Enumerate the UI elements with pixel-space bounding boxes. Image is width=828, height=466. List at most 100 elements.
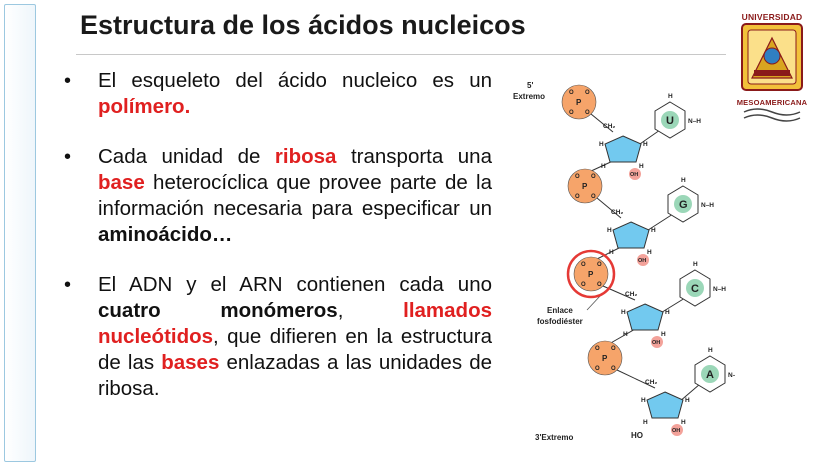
oxygen-label: O bbox=[595, 366, 600, 372]
hydrogen-label: H bbox=[708, 347, 713, 354]
ch2-label: CH₂ bbox=[603, 123, 615, 130]
bullet-text: heterocíclica que provee parte de la inf… bbox=[98, 171, 492, 220]
title-divider bbox=[76, 54, 726, 55]
phosphate-icon bbox=[573, 256, 609, 292]
hydrogen-label: H bbox=[685, 397, 690, 404]
base-icon bbox=[674, 195, 692, 213]
bullet-adn-arn: El ADN y el ARN contienen cada uno cuatr… bbox=[62, 272, 492, 402]
hydrogen-label: H bbox=[641, 397, 646, 404]
hydrogen-label: H bbox=[661, 331, 666, 338]
ribose-icon bbox=[604, 135, 642, 163]
ch2-label: CH₂ bbox=[611, 209, 623, 216]
base-label: U bbox=[666, 115, 674, 127]
hydrogen-label: H bbox=[665, 309, 670, 316]
base-icon bbox=[701, 365, 719, 383]
hydroxyl-label: OH bbox=[638, 258, 646, 264]
phosphate-icon bbox=[561, 84, 597, 120]
oxygen-label: O bbox=[611, 366, 616, 372]
hydrogen-label: H bbox=[621, 309, 626, 316]
bullet-text: , que difieren en la estructura de las bbox=[98, 325, 492, 374]
ribose-icon bbox=[626, 303, 664, 331]
oxygen-label: O bbox=[581, 282, 586, 288]
hydroxyl-label: OH bbox=[652, 340, 660, 346]
oxygen-label: O bbox=[569, 110, 574, 116]
hydrogen-label: H bbox=[609, 249, 614, 256]
hydrogen-label: H bbox=[651, 227, 656, 234]
bullet-text: bases bbox=[161, 351, 220, 374]
phosphate-label: P bbox=[588, 270, 594, 279]
phosphate-label: P bbox=[576, 98, 582, 107]
hydroxyl-icon bbox=[651, 336, 663, 348]
label-bond-line1: Enlace bbox=[547, 306, 573, 315]
phosphate-icon bbox=[587, 340, 623, 376]
hydrogen-label: H bbox=[681, 419, 686, 426]
hydrogen-label: H bbox=[601, 163, 606, 170]
label-ho: HO bbox=[631, 431, 643, 440]
oxygen-label: O bbox=[581, 262, 586, 268]
base-icon bbox=[661, 111, 679, 129]
oxygen-label: O bbox=[597, 262, 602, 268]
hydroxyl-icon bbox=[637, 254, 649, 266]
nucleic-acid-diagram: 5' Extremo 3'Extremo Enlace fosfodiéster… bbox=[513, 81, 735, 442]
oxygen-label: O bbox=[575, 194, 580, 200]
ribose-icon bbox=[646, 391, 684, 419]
oxygen-label: O bbox=[591, 194, 596, 200]
logo-crest-icon bbox=[741, 23, 803, 122]
hydroxyl-icon bbox=[629, 168, 641, 180]
ribose-icon bbox=[612, 221, 650, 249]
oxygen-label: O bbox=[575, 174, 580, 180]
hydroxyl-label: OH bbox=[672, 428, 680, 434]
bullet-text: , bbox=[337, 299, 404, 322]
hydroxyl-icon bbox=[671, 424, 683, 436]
hydrogen-label: H bbox=[607, 227, 612, 234]
bullet-polimero: El esqueleto del ácido nucleico es un po… bbox=[62, 68, 492, 120]
ch2-label: CH₂ bbox=[625, 291, 637, 298]
hydrogen-label: H bbox=[681, 177, 686, 184]
hydrogen-label: H bbox=[643, 419, 648, 426]
bullet-text: transporta una bbox=[336, 145, 492, 168]
bullet-text: polímero. bbox=[98, 95, 191, 118]
bullet-text: enlazadas a las unidades de ribosa. bbox=[98, 351, 492, 400]
slide-side-panel bbox=[4, 4, 36, 462]
phosphodiester-ring bbox=[566, 249, 616, 299]
oxygen-label: O bbox=[611, 346, 616, 352]
base-label: C bbox=[691, 283, 699, 295]
nh-label: N–H bbox=[688, 118, 701, 125]
oxygen-label: O bbox=[585, 90, 590, 96]
phosphate-label: P bbox=[602, 354, 608, 363]
bullet-text: cuatro monómeros bbox=[98, 299, 338, 322]
hydroxyl-label: OH bbox=[630, 172, 638, 178]
university-logo: UNIVERSIDAD MESOAMERICANA bbox=[722, 8, 822, 128]
label-bond-line2: fosfodiéster bbox=[537, 317, 583, 326]
bullet-text: aminoácido… bbox=[98, 223, 233, 246]
oxygen-label: O bbox=[597, 282, 602, 288]
bullet-text: Cada unidad de bbox=[98, 145, 275, 168]
hydrogen-label: H bbox=[599, 141, 604, 148]
label-5-end: Extremo bbox=[513, 92, 545, 101]
bullet-text: ribosa bbox=[274, 145, 337, 168]
base-icon bbox=[686, 279, 704, 297]
oxygen-label: O bbox=[569, 90, 574, 96]
hydrogen-label: H bbox=[693, 261, 698, 268]
hydrogen-label: H bbox=[647, 249, 652, 256]
label-5prime: 5' bbox=[527, 81, 533, 90]
phosphate-label: P bbox=[582, 182, 588, 191]
hydrogen-label: H bbox=[643, 141, 648, 148]
base-label: G bbox=[679, 199, 688, 211]
nh-label: N–H bbox=[701, 202, 714, 209]
hydrogen-label: H bbox=[668, 93, 673, 100]
hydrogen-label: H bbox=[623, 331, 628, 338]
bullet-text: base bbox=[98, 171, 145, 194]
bullet-text: El ADN y el ARN contienen cada uno bbox=[98, 273, 492, 296]
logo-bottom-text: MESOAMERICANA bbox=[736, 98, 808, 107]
label-3-end: 3'Extremo bbox=[535, 433, 573, 442]
oxygen-label: O bbox=[585, 110, 590, 116]
oxygen-label: O bbox=[595, 346, 600, 352]
bullet-list: El esqueleto del ácido nucleico es un po… bbox=[62, 68, 492, 426]
slide-title: Estructura de los ácidos nucleicos bbox=[80, 10, 526, 40]
nh-label: N–H bbox=[713, 286, 726, 293]
hydrogen-label: H bbox=[639, 163, 644, 170]
